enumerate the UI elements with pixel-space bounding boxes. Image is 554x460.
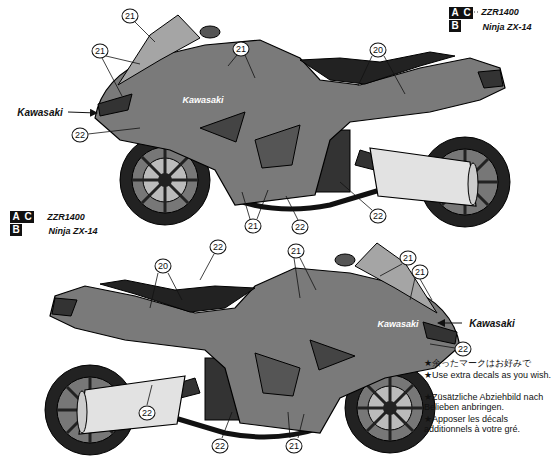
version-letter: A <box>451 7 458 18</box>
callout-number: 21 <box>286 439 303 454</box>
logo-label: Ninja ZX-14 <box>481 22 532 32</box>
note-text: ★余ったマークはお好みで <box>424 358 552 368</box>
callout-number: 22 <box>72 128 89 143</box>
callout-number: 21 <box>92 44 109 59</box>
brand-label: Kawasaki <box>16 107 64 118</box>
logo-label: Ninja ZX-14 <box>47 226 98 236</box>
callout-number: 21 <box>233 42 250 57</box>
brand-arrow <box>68 112 97 113</box>
logo-label: ZZR1400 <box>46 212 86 222</box>
callout-number: 22 <box>455 342 472 357</box>
decal-text: Kawasaki <box>182 95 223 105</box>
version-letter: B <box>12 224 19 235</box>
version-letter: C <box>24 211 31 222</box>
callout-number: 21 <box>122 9 139 24</box>
decal-text: Kawasaki <box>377 319 418 329</box>
note-text: ★Apposer les décals additionnels à votre… <box>424 414 552 434</box>
version-letter: C <box>463 7 470 18</box>
version-box: C <box>461 7 473 19</box>
version-box: C <box>22 211 34 223</box>
callout-number: 22 <box>139 406 156 421</box>
callout-number: 22 <box>212 439 229 454</box>
callout-number: 22 <box>210 240 227 255</box>
version-box: A <box>10 211 22 223</box>
brand-arrow <box>438 323 462 324</box>
leader-lines <box>88 12 480 438</box>
version-letter: B <box>451 20 458 31</box>
bike-left-side <box>95 15 510 227</box>
version-letter: A <box>12 211 19 222</box>
callout-number: 22 <box>370 209 387 224</box>
version-box: B <box>449 20 461 32</box>
callout-number: 21 <box>412 265 429 280</box>
bike-right-side <box>45 243 460 455</box>
version-box: B <box>10 224 22 236</box>
version-box: A <box>449 7 461 19</box>
callout-number: 20 <box>370 43 387 58</box>
callout-number: 22 <box>292 220 309 235</box>
brand-label: Kawasaki <box>468 318 516 329</box>
callout-number: 20 <box>155 259 172 274</box>
note-text: ★Züsätzliche Abziehbild nach Belieben an… <box>424 392 552 412</box>
callout-number: 21 <box>400 251 417 266</box>
callout-number: 21 <box>245 219 262 234</box>
callout-number: 21 <box>288 244 305 259</box>
logo-label: ZZR1400 <box>480 7 520 17</box>
note-text: ★Use extra decals as you wish. <box>424 370 552 380</box>
